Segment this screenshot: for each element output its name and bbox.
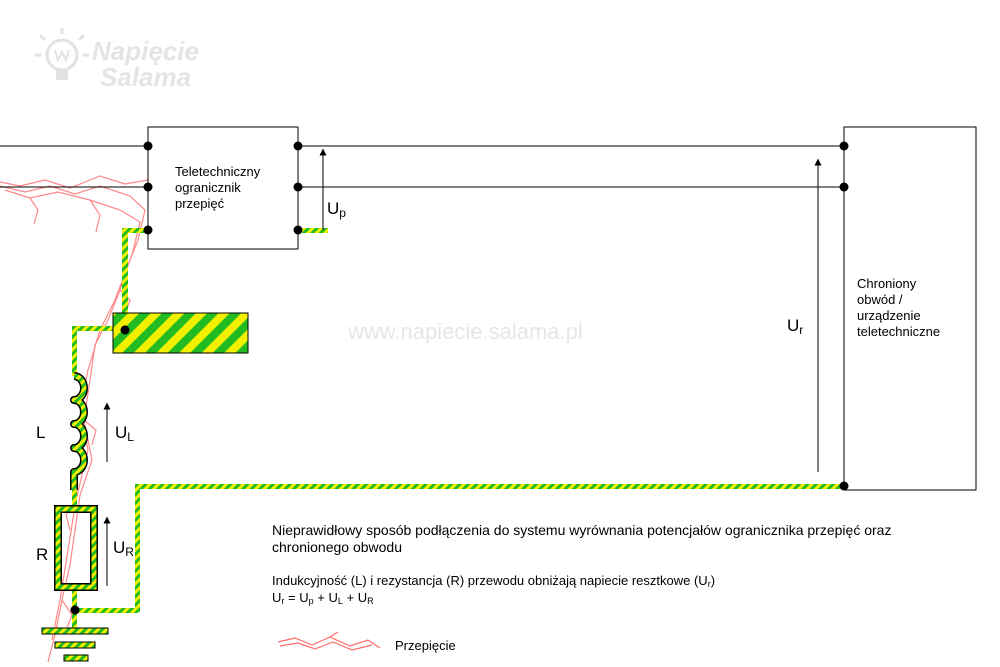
resistor [54, 505, 98, 591]
logo: Napięcie Salama [35, 28, 199, 92]
device-label-line4: teletechniczne [857, 324, 940, 339]
legend: Przepięcie [277, 631, 456, 653]
device-label: Chroniony obwód / urządzenie teletechnic… [857, 276, 940, 339]
watermark: www.napiecie.salama.pl [347, 319, 583, 344]
limiter-box [147, 126, 299, 250]
lightbulb-icon [35, 28, 89, 80]
caption: Nieprawidłowy sposób podłączenia do syst… [272, 522, 891, 606]
limiter-label: Teletechniczny ogranicznik przepięć [175, 164, 264, 211]
caption-line1: Nieprawidłowy sposób podłączenia do syst… [272, 522, 891, 538]
caption-equation: Ur = Up + UL + UR [272, 590, 374, 606]
voltage-label-ur: Ur [787, 316, 803, 337]
equipotential-bar [112, 312, 249, 354]
limiter-label-line1: Teletechniczny [175, 164, 261, 179]
logo-text-line2: Salama [100, 62, 191, 92]
device-label-line1: Chroniony [857, 276, 917, 291]
device-box [843, 126, 977, 491]
voltage-label-ul: UL [115, 423, 134, 444]
pe-conductors [72, 228, 844, 630]
limiter-label-line2: ogranicznik [175, 180, 241, 195]
logo-text-line1: Napięcie [92, 36, 199, 66]
device-label-line3: urządzenie [857, 308, 921, 323]
resistor-label: R [36, 545, 48, 564]
limiter-label-line3: przepięć [175, 196, 225, 211]
caption-line3: Indukcyjność (L) i rezystancja (R) przew… [272, 573, 715, 589]
voltage-arrows [103, 148, 822, 586]
inductor [70, 372, 88, 490]
voltage-label-ur-resistor: UR [113, 538, 134, 559]
signal-wires [0, 145, 844, 188]
surge-legend-icon [277, 631, 381, 651]
ground-symbol [41, 627, 109, 662]
legend-label: Przepięcie [395, 638, 456, 653]
voltage-label-up: Up [327, 199, 346, 220]
caption-line2: chronionego obwodu [272, 539, 402, 555]
inductor-label: L [36, 423, 45, 442]
device-label-line2: obwód / [857, 292, 903, 307]
junction-dots [70, 141, 849, 615]
